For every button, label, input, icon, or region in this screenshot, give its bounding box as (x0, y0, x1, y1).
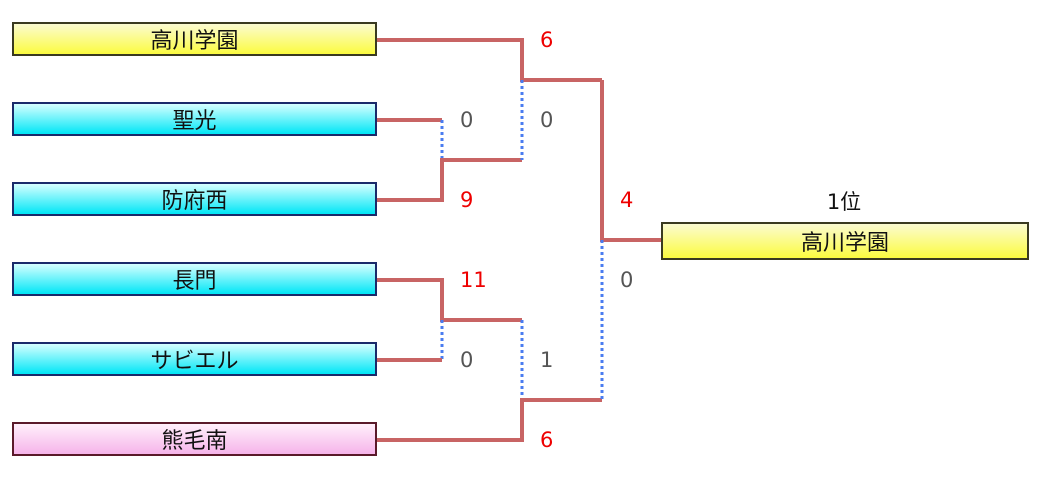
team-name: 長門 (172, 269, 217, 294)
score-final-bottom: 0 (620, 268, 634, 292)
score-r1-seiko: 0 (460, 108, 474, 132)
champion-rank: 1位 (826, 190, 862, 214)
score-sf-takagawa: 6 (540, 28, 554, 52)
bracket-line-sf2-win (377, 398, 602, 442)
team-seiko: 聖光 (12, 102, 377, 136)
score-sf-hofunishi: 0 (540, 108, 554, 132)
score-r1-xavier: 0 (460, 348, 474, 372)
bracket-line-r1a-win (377, 158, 522, 202)
team-name: 高川学園 (150, 29, 239, 54)
champion-box: 高川学園 (661, 222, 1029, 260)
score-r1-hofunishi: 9 (460, 188, 474, 212)
team-kumagenan: 熊毛南 (12, 422, 377, 456)
champion-name: 高川学園 (800, 231, 889, 256)
team-name: 熊毛南 (161, 429, 228, 454)
team-name: サビエル (150, 349, 239, 374)
score-sf-nagato: 1 (540, 348, 554, 372)
bracket-line-r1b-win (377, 278, 522, 322)
team-xavier: サビエル (12, 342, 377, 376)
team-takagawa: 高川学園 (12, 22, 377, 56)
team-nagato: 長門 (12, 262, 377, 296)
bracket-line-final-win (600, 80, 661, 242)
team-hofunishi: 防府西 (12, 182, 377, 216)
score-sf-kumagenan: 6 (540, 428, 554, 452)
team-name: 防府西 (161, 189, 228, 214)
bracket-line-sf1-win (377, 38, 602, 82)
score-final-top: 4 (620, 188, 634, 212)
score-r1-nagato: 11 (460, 268, 487, 292)
team-name: 聖光 (172, 109, 217, 134)
